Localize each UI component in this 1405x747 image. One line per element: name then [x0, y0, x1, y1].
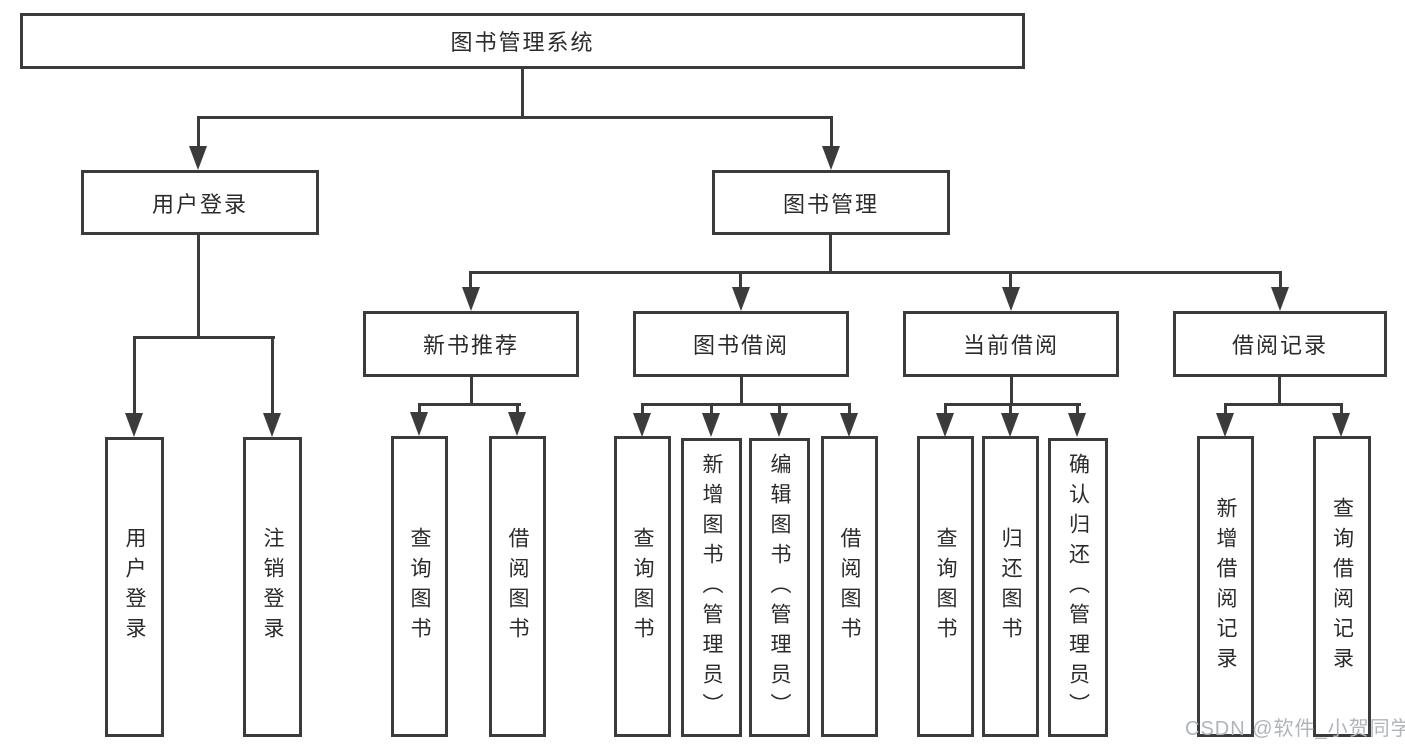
leaf-logout-login: 注销登录	[243, 437, 302, 737]
leaf-records-query-record: 查询借阅记录	[1313, 436, 1371, 737]
node-user-login: 用户登录	[81, 170, 319, 235]
leaf-records-query-record-label: 查询借阅记录	[1330, 496, 1354, 677]
connector-mgmt-stub-1	[469, 271, 472, 291]
connector-login-right-stub	[271, 336, 274, 416]
connector-records-stub-2	[1340, 403, 1343, 418]
arrow-down-icon	[1001, 413, 1019, 437]
connector-mgmt-stub-4	[1279, 271, 1282, 291]
node-current-borrowing: 当前借阅	[903, 311, 1119, 377]
connector-login-split	[133, 336, 275, 339]
node-new-book-recommend-label: 新书推荐	[422, 333, 519, 358]
arrow-down-icon	[770, 413, 788, 437]
leaf-newbook-borrow-books: 借阅图书	[489, 436, 546, 737]
leaf-borrow-borrow-books-label: 借阅图书	[838, 526, 861, 647]
connector-root-split	[197, 116, 833, 119]
arrow-down-icon	[732, 287, 750, 311]
leaf-newbook-query-books: 查询图书	[391, 436, 448, 737]
connector-newbook-stub-1	[418, 403, 421, 418]
connector-borrow-drop	[740, 377, 743, 406]
connector-root-drop	[521, 69, 524, 119]
leaf-user-login-label: 用户登录	[123, 527, 146, 647]
connector-current-drop	[1010, 377, 1013, 406]
leaf-records-add-record-label: 新增借阅记录	[1214, 496, 1237, 677]
leaf-current-confirm-return-admin-label: 确认归还（管理员）	[1066, 452, 1090, 723]
leaf-borrow-edit-books-admin-label: 编辑图书（管理员）	[768, 452, 791, 723]
connector-borrow-stub-2	[710, 403, 713, 418]
connector-newbook-stub-2	[516, 403, 519, 418]
node-borrowing-records: 借阅记录	[1173, 311, 1387, 377]
arrow-down-icon	[840, 413, 858, 437]
node-book-management: 图书管理	[712, 170, 950, 235]
connector-newbook-drop	[470, 377, 473, 406]
connector-borrow-stub-4	[848, 403, 851, 418]
node-root-label: 图书管理系统	[450, 30, 595, 55]
arrow-down-icon	[1068, 413, 1086, 437]
connector-current-stub-2	[1009, 403, 1012, 418]
leaf-borrow-edit-books-admin: 编辑图书（管理员）	[749, 438, 810, 737]
arrow-down-icon	[1271, 287, 1289, 311]
arrow-down-icon	[508, 412, 526, 436]
arrow-down-icon	[410, 412, 428, 436]
arrow-down-icon	[702, 413, 720, 437]
node-book-borrowing: 图书借阅	[633, 311, 849, 377]
leaf-current-confirm-return-admin: 确认归还（管理员）	[1048, 438, 1108, 737]
leaf-current-return-books: 归还图书	[982, 436, 1039, 737]
connector-login-drop	[197, 235, 200, 339]
arrow-down-icon	[125, 413, 143, 437]
connector-root-left-stub	[197, 116, 200, 150]
leaf-current-query-books: 查询图书	[917, 436, 974, 737]
leaf-current-return-books-label: 归还图书	[999, 526, 1022, 647]
connector-mgmt-stub-3	[1009, 271, 1012, 291]
connector-borrow-split	[641, 403, 851, 406]
arrow-down-icon	[263, 413, 281, 437]
arrow-down-icon	[633, 413, 651, 437]
leaf-borrow-query-books: 查询图书	[614, 436, 671, 737]
leaf-borrow-borrow-books: 借阅图书	[821, 436, 878, 737]
node-user-login-label: 用户登录	[151, 191, 248, 217]
watermark: CSDN @软件_小贺同学	[1185, 718, 1405, 740]
leaf-user-login: 用户登录	[105, 437, 164, 737]
connector-current-split	[944, 403, 1081, 406]
arrow-down-icon	[822, 146, 840, 170]
connector-mgmt-stub-2	[739, 271, 742, 291]
leaf-newbook-borrow-books-label: 借阅图书	[506, 526, 529, 647]
arrow-down-icon	[1332, 413, 1350, 437]
connector-newbook-split	[418, 403, 521, 406]
leaf-current-query-books-label: 查询图书	[934, 526, 957, 647]
connector-borrow-stub-3	[778, 403, 781, 418]
leaf-logout-login-label: 注销登录	[261, 527, 284, 647]
node-root: 图书管理系统	[20, 13, 1025, 69]
node-book-borrowing-label: 图书借阅	[692, 333, 789, 358]
connector-borrow-stub-1	[641, 403, 644, 418]
connector-login-left-stub	[133, 336, 136, 416]
arrow-down-icon	[462, 287, 480, 311]
leaf-borrow-add-books-admin-label: 新增图书（管理员）	[700, 452, 723, 723]
connector-root-right-stub	[830, 116, 833, 150]
arrow-down-icon	[1216, 413, 1234, 437]
arrow-down-icon	[936, 413, 954, 437]
connector-current-stub-1	[944, 403, 947, 418]
leaf-borrow-query-books-label: 查询图书	[631, 526, 654, 647]
leaf-newbook-query-books-label: 查询图书	[408, 526, 431, 647]
connector-records-split	[1224, 403, 1343, 406]
node-new-book-recommend: 新书推荐	[363, 311, 579, 377]
connector-mgmt-split	[469, 271, 1282, 274]
leaf-borrow-add-books-admin: 新增图书（管理员）	[681, 438, 742, 737]
connector-records-drop	[1278, 377, 1281, 406]
arrow-down-icon	[189, 146, 207, 170]
node-current-borrowing-label: 当前借阅	[962, 333, 1059, 358]
leaf-records-add-record: 新增借阅记录	[1197, 436, 1254, 737]
connector-current-stub-3	[1076, 403, 1079, 418]
connector-mgmt-drop	[829, 235, 832, 274]
node-book-management-label: 图书管理	[782, 191, 879, 217]
node-borrowing-records-label: 借阅记录	[1231, 333, 1328, 358]
arrow-down-icon	[1002, 287, 1020, 311]
connector-records-stub-1	[1224, 403, 1227, 418]
